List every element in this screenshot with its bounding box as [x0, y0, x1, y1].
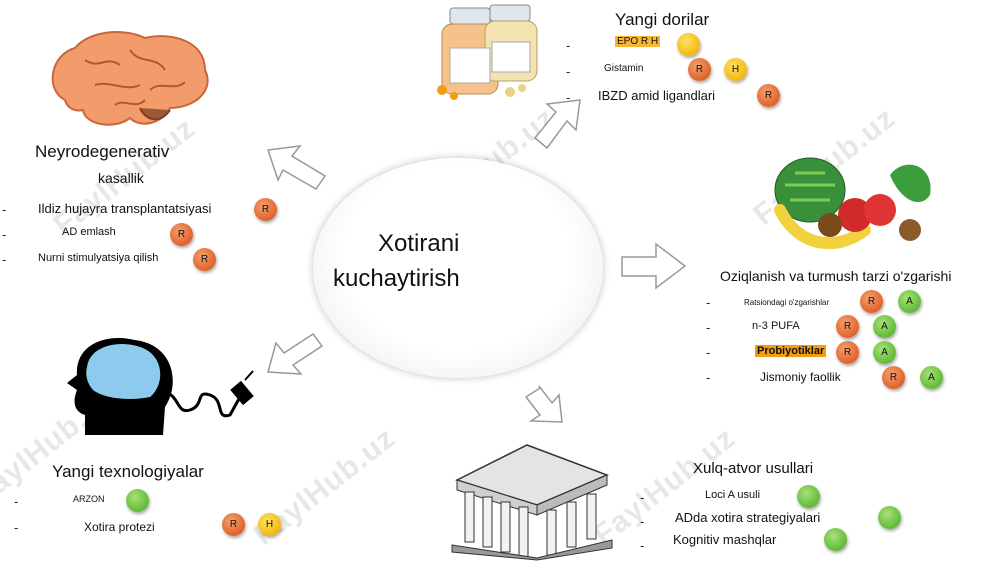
brain-icon	[51, 31, 209, 126]
a-badge: A	[898, 290, 921, 313]
bullet-dash: -	[640, 490, 645, 505]
diet-item: n-3 PUFA	[752, 320, 800, 332]
r-badge: R	[222, 513, 245, 536]
arrow-to-tech-icon	[267, 332, 324, 375]
center-title: Xotirani	[378, 230, 460, 257]
r-badge: R	[860, 290, 883, 313]
h-badge	[677, 33, 700, 56]
bullet-dash: -	[640, 538, 645, 553]
bullet-dash: -	[566, 64, 571, 79]
neuro-item: AD emlash	[62, 226, 116, 238]
temple-icon	[451, 444, 613, 561]
a-badge: A	[873, 315, 896, 338]
drugs-item: Gistamin	[604, 63, 644, 74]
bullet-dash: -	[706, 345, 711, 360]
diet-item: Jismoniy faollik	[760, 370, 841, 384]
bullet-dash: -	[14, 494, 19, 509]
behavior-item: Loci A usuli	[705, 489, 761, 501]
r-badge: R	[757, 84, 780, 107]
a-badge: A	[873, 341, 896, 364]
head-plug-icon	[67, 338, 254, 435]
tech-item: Xotira protezi	[84, 520, 155, 534]
arrow-to-behavior-icon	[524, 385, 563, 423]
diet-item: Ratsiondagi o'zgarishlar	[744, 298, 830, 307]
r-badge: R	[193, 248, 216, 271]
neuro-item: Nurni stimulyatsiya qilish	[38, 252, 159, 264]
neuro-title-line2: kasallik	[98, 170, 144, 186]
behavior-item: ADda xotira strategiyalari	[675, 510, 821, 525]
bullet-dash: -	[706, 295, 711, 310]
r-badge: R	[254, 198, 277, 221]
bullet-dash: -	[2, 252, 7, 267]
r-badge: R	[170, 223, 193, 246]
diet-item: Probiyotiklar	[755, 345, 827, 357]
fruits-vegetables-icon	[774, 157, 931, 249]
bullet-dash: -	[14, 520, 19, 535]
arrow-to-drugs-icon	[533, 99, 581, 150]
bullet-dash: -	[566, 90, 571, 105]
h-badge: H	[724, 58, 747, 81]
a-badge	[824, 528, 847, 551]
pill-bottles-icon	[437, 4, 538, 100]
r-badge: R	[836, 341, 859, 364]
bullet-dash: -	[706, 320, 711, 335]
drugs-title: Yangi dorilar	[615, 10, 710, 29]
a-badge: A	[920, 366, 943, 389]
bullet-dash: -	[566, 38, 571, 53]
tech-title: Yangi texnologiyalar	[52, 462, 204, 481]
r-badge: R	[882, 366, 905, 389]
h-badge: H	[258, 513, 281, 536]
bullet-dash: -	[2, 202, 7, 217]
drugs-item: EPO R H	[615, 36, 661, 47]
drugs-item: IBZD amid ligandlari	[598, 88, 716, 103]
a-badge	[797, 485, 820, 508]
behavior-item: Kognitiv mashqlar	[673, 532, 777, 547]
neuro-item: Ildiz hujayra transplantatsiyasi	[38, 201, 212, 216]
a-badge	[878, 506, 901, 529]
bullet-dash: -	[2, 227, 7, 242]
diet-title: Oziqlanish va turmush tarzi o'zgarishi	[720, 268, 952, 284]
r-badge: R	[836, 315, 859, 338]
r-badge: R	[688, 58, 711, 81]
bullet-dash: -	[640, 514, 645, 529]
behavior-title: Xulq-atvor usullari	[693, 460, 814, 477]
center-circle	[313, 158, 603, 378]
a-badge	[126, 489, 149, 512]
bullet-dash: -	[706, 370, 711, 385]
neuro-title-line1: Neyrodegenerativ	[35, 142, 170, 161]
center-subtitle: kuchaytirish	[333, 265, 460, 292]
tech-item: ARZON	[73, 494, 105, 504]
arrow-to-diet-icon	[621, 242, 687, 290]
arrow-to-neuro-icon	[266, 145, 327, 190]
